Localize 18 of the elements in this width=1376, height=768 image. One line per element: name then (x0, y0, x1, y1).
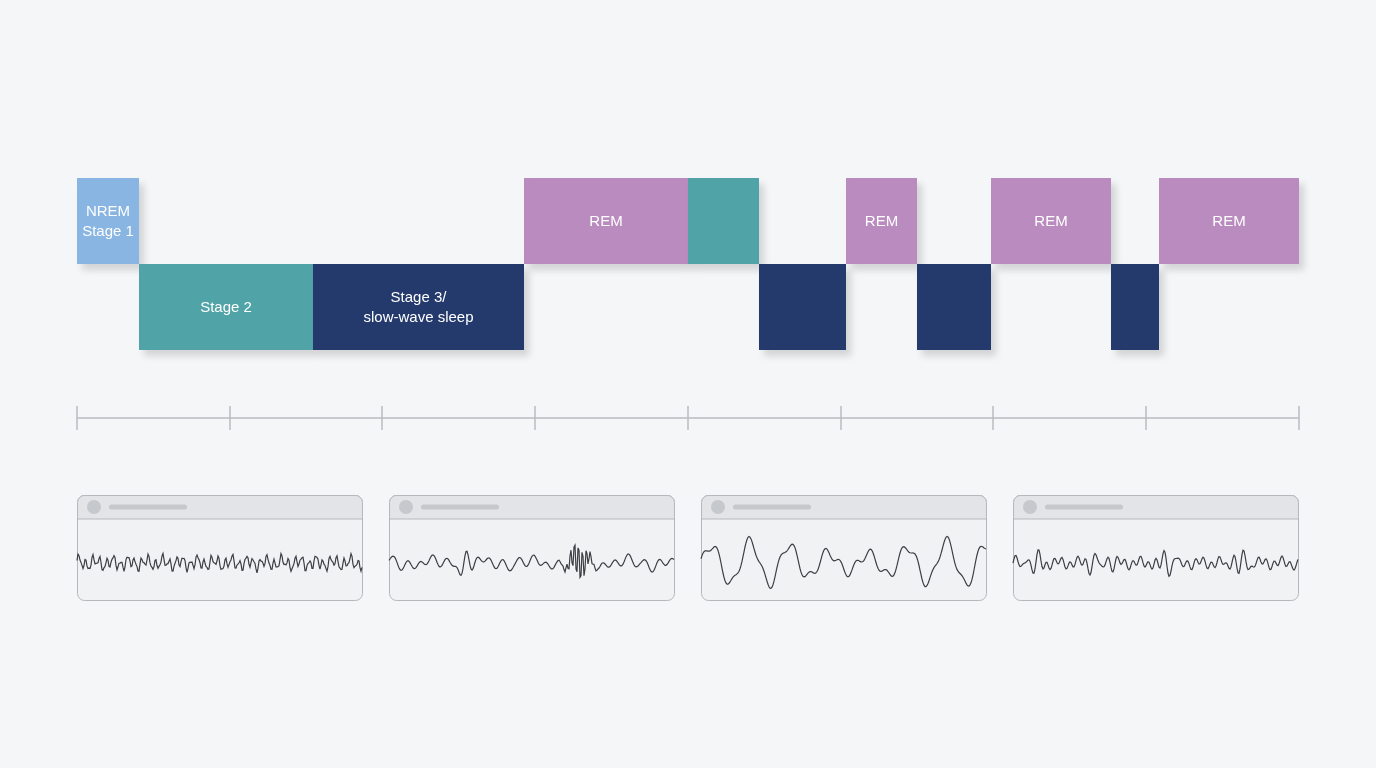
sleep-stage-block (77, 178, 139, 264)
stage-label: REM (589, 211, 623, 231)
stage-block (759, 264, 846, 350)
sleep-stage-block (313, 264, 524, 350)
stage-label: REM (864, 211, 899, 231)
stage-label: Stage 3/ slow-wave sleep (362, 287, 475, 327)
stage-block (917, 264, 991, 350)
sleep-stage-block (524, 178, 688, 264)
stage-label: Stage 2 (200, 297, 252, 317)
stage-label: REM (1034, 211, 1068, 231)
stage-label: NREM Stage 1 (81, 201, 135, 241)
stage-block (1111, 264, 1159, 350)
sleep-stage-block (1159, 178, 1299, 264)
sleep-stage-block (991, 178, 1111, 264)
stage-label: REM (1212, 211, 1246, 231)
stage-block (688, 178, 759, 264)
sleep-stage-block (139, 264, 313, 350)
sleep-stage-block (846, 178, 917, 264)
